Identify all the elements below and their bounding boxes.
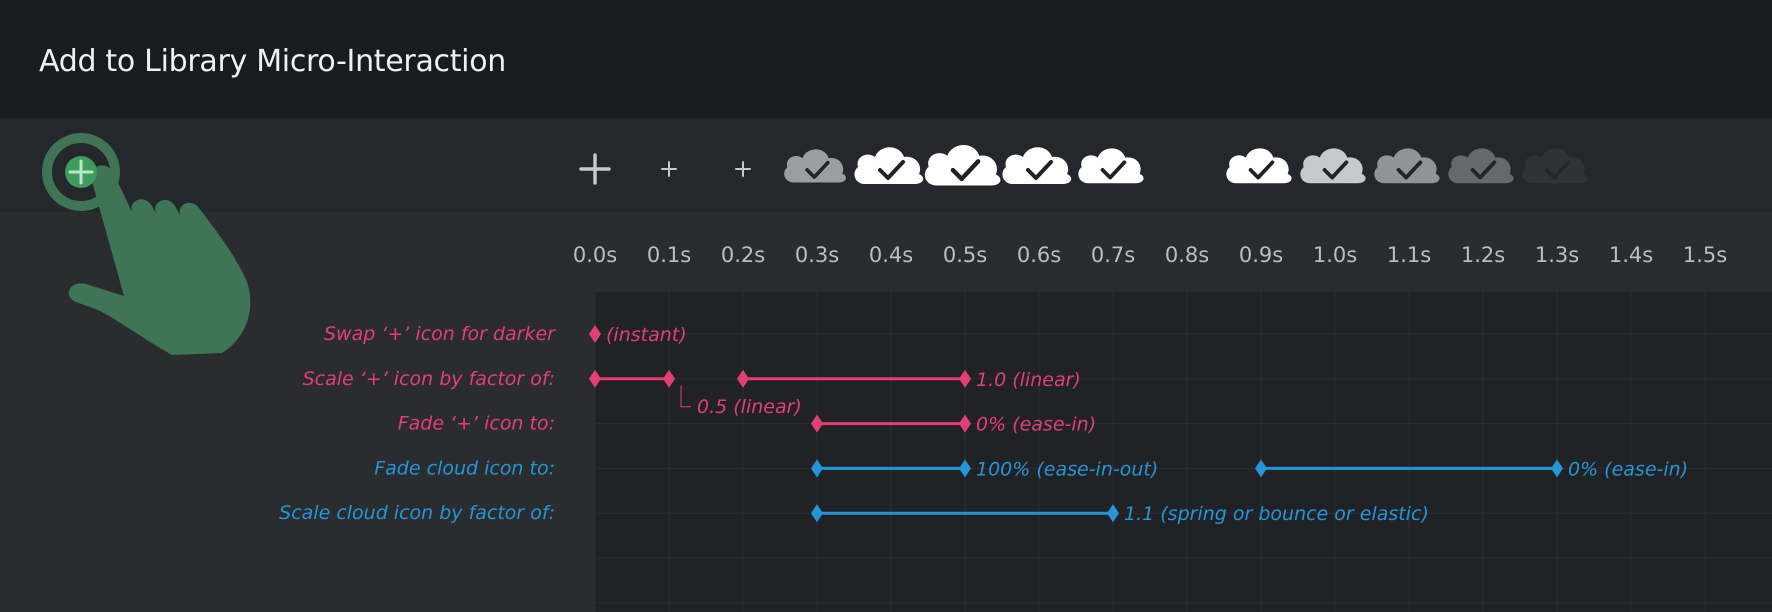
tick-label: 0.3s <box>795 243 839 267</box>
tick-label: 1.4s <box>1609 243 1653 267</box>
cloud-shape <box>1300 148 1366 184</box>
check-mark <box>1322 160 1349 180</box>
tick-label: 1.3s <box>1535 243 1579 267</box>
cloud-check-icon <box>1002 147 1072 184</box>
timeline-row: Scale cloud icon by factor of: 1.1 (sprin… <box>279 502 1429 525</box>
annotation-label: 0% (ease-in) <box>1568 458 1688 480</box>
check-mark <box>1544 160 1571 180</box>
annotation-label: 0% (ease-in) <box>976 414 1096 436</box>
keyframe-diamond <box>737 369 749 388</box>
tick-label: 0.9s <box>1239 243 1283 267</box>
keyframe-diamond <box>1551 459 1563 478</box>
cloud-shape <box>784 149 846 183</box>
tick-label: 0.0s <box>573 243 617 267</box>
plus-stroke <box>661 161 677 177</box>
keyframe-diamond <box>589 369 601 388</box>
timeline-row: Scale ‘+’ icon by factor of: 0.5 (linear)… <box>303 368 1081 418</box>
plus-stroke <box>735 161 751 177</box>
check-mark <box>1470 160 1497 180</box>
grid-lines <box>594 292 1772 612</box>
cloud-check-icon <box>1300 148 1366 184</box>
row-label: Fade cloud icon to: <box>374 457 555 479</box>
cloud-check-icon <box>1448 148 1514 184</box>
annotation-label: 1.1 (spring or bounce or elastic) <box>1124 503 1429 525</box>
tick-label: 0.5s <box>943 243 987 267</box>
row-label: Fade ‘+’ icon to: <box>398 413 555 435</box>
plus-glyph <box>68 159 94 185</box>
cloud-shape <box>1374 148 1440 184</box>
tick-label: 1.2s <box>1461 243 1505 267</box>
tick-label: 1.1s <box>1387 243 1431 267</box>
keyframe-diamond <box>959 369 971 388</box>
annotation-label: 1.0 (linear) <box>976 369 1081 391</box>
check-mark <box>1396 160 1423 180</box>
check-mark <box>1248 160 1275 180</box>
keyframe-diamond <box>959 459 971 478</box>
keyframe-diamond <box>959 414 971 433</box>
cloud-check-icon <box>1522 148 1588 184</box>
check-mark <box>1100 160 1127 180</box>
plus-icon <box>735 161 751 177</box>
keyframe-diamond <box>589 325 601 343</box>
cloud-check-icon <box>784 149 846 183</box>
press-ring <box>42 133 120 211</box>
keyframe-diamond <box>1255 459 1267 478</box>
annotation-label: 100% (ease-in-out) <box>976 458 1158 480</box>
timeline-row: Fade ‘+’ icon to: 0% (ease-in) <box>398 413 1096 436</box>
cloud-shape <box>1448 148 1514 184</box>
keyframe-diamond <box>811 414 823 433</box>
tick-label: 0.1s <box>647 243 691 267</box>
row-label: Swap ‘+’ icon for darker <box>324 323 556 345</box>
cloud-shape <box>1522 148 1588 184</box>
timeline-row: Swap ‘+’ icon for darker (instant) <box>324 323 687 346</box>
cloud-check-icon <box>1374 148 1440 184</box>
plus-icon <box>661 161 677 177</box>
cloud-shape <box>1226 148 1292 184</box>
plus-icon <box>579 153 611 185</box>
keyframe-diamond <box>811 459 823 478</box>
tick-label: 0.6s <box>1017 243 1061 267</box>
page-title: Add to Library Micro-Interaction <box>39 44 506 79</box>
keyframe-diamond <box>1107 504 1119 523</box>
cloud-shape <box>1078 148 1144 184</box>
annotation-leader <box>680 385 691 408</box>
cloud-check-icon <box>924 145 1001 186</box>
tick-label: 0.2s <box>721 243 765 267</box>
pointing-hand-icon <box>42 133 251 355</box>
header-bar: Add to Library Micro-Interaction <box>0 0 1772 118</box>
keyframe-diamond <box>663 369 675 388</box>
hand-shape <box>68 165 251 355</box>
annotation-label: (instant) <box>606 324 687 346</box>
tick-label: 0.8s <box>1165 243 1209 267</box>
check-mark <box>950 159 981 182</box>
check-mark <box>805 160 830 179</box>
cloud-check-icon <box>854 147 924 184</box>
tick-label: 1.5s <box>1683 243 1727 267</box>
annotation-label: 0.5 (linear) <box>697 396 802 418</box>
row-label: Scale cloud icon by factor of: <box>279 502 555 524</box>
timeline-row: Fade cloud icon to: 100% (ease-in-out) 0% … <box>374 457 1688 480</box>
cloud-check-icon <box>1226 148 1292 184</box>
cloud-shape <box>854 147 924 184</box>
timeline-plot-area <box>595 292 1772 612</box>
plus-stroke <box>579 153 611 185</box>
check-mark <box>878 160 905 180</box>
keyframe-diamond <box>811 504 823 523</box>
row-label: Scale ‘+’ icon by factor of: <box>303 368 555 390</box>
cloud-shape <box>924 145 1001 186</box>
tick-label: 1.0s <box>1313 243 1357 267</box>
cloud-shape <box>1002 147 1072 184</box>
tick-label: 0.7s <box>1091 243 1135 267</box>
tick-label: 0.4s <box>869 243 913 267</box>
check-mark <box>1026 160 1053 180</box>
cloud-check-icon <box>1078 148 1144 184</box>
